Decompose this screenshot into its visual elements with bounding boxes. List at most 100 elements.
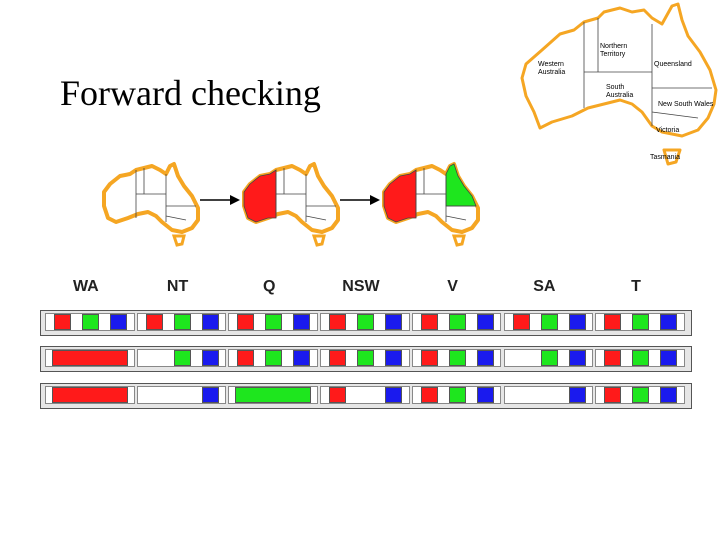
sequence-map-3 xyxy=(382,162,480,247)
domain-value-red xyxy=(420,387,438,403)
assigned-value-bar xyxy=(52,387,128,403)
domain-cell xyxy=(411,313,502,331)
domain-value-green xyxy=(632,387,650,403)
domain-value-red xyxy=(420,314,438,330)
column-header: WA xyxy=(72,278,99,295)
domain-cell xyxy=(411,349,502,367)
sequence-map-2 xyxy=(242,162,340,247)
domain-value-red xyxy=(237,314,255,330)
domain-value-blue xyxy=(476,387,494,403)
domain-value-green xyxy=(82,314,99,330)
domain-cell xyxy=(320,386,410,404)
sequence-map-tasmania xyxy=(311,234,326,247)
ref-label-sa-l1: South xyxy=(606,84,624,91)
domain-row xyxy=(40,346,692,372)
domain-cell xyxy=(136,386,227,404)
ref-label-v: Victoria xyxy=(656,127,679,134)
domain-value-red xyxy=(512,314,530,330)
domain-cell xyxy=(503,386,594,404)
ref-map-tasmania xyxy=(662,148,682,166)
domain-value-blue xyxy=(201,350,219,366)
column-header: NSW xyxy=(342,278,380,295)
ref-label-q: Queensland xyxy=(654,61,692,68)
sequence-map-tasmania xyxy=(171,234,186,247)
sequence-map-tasmania xyxy=(451,234,466,247)
domain-value-green xyxy=(173,314,191,330)
domain-value-red xyxy=(604,314,622,330)
domain-cell xyxy=(45,313,135,331)
domain-row xyxy=(40,310,692,336)
column-header: T xyxy=(631,278,641,295)
domain-value-red xyxy=(329,350,347,366)
domain-value-blue xyxy=(660,314,678,330)
column-header: SA xyxy=(533,278,556,295)
domain-value-red xyxy=(237,350,255,366)
domain-value-red xyxy=(604,350,622,366)
sequence-map-borders xyxy=(135,168,196,222)
column-header: NT xyxy=(166,278,189,295)
domain-value-blue xyxy=(476,350,494,366)
sequence-map-wa-fill xyxy=(383,169,417,223)
column-header: Q xyxy=(263,278,276,295)
sequence-arrow-head xyxy=(230,195,240,205)
ref-label-nt-l1: Northern xyxy=(600,43,627,50)
domain-cell xyxy=(45,349,135,367)
domain-cell xyxy=(320,349,410,367)
domain-value-blue xyxy=(568,314,586,330)
domain-value-red xyxy=(329,387,347,403)
domain-value-green xyxy=(265,350,283,366)
domain-value-blue xyxy=(385,314,403,330)
domain-value-red xyxy=(420,350,438,366)
sequence-arrow-head xyxy=(370,195,380,205)
domain-value-red xyxy=(54,314,71,330)
domain-cell xyxy=(45,386,135,404)
domain-cell xyxy=(136,313,227,331)
domain-value-blue xyxy=(110,314,127,330)
column-header: V xyxy=(447,278,458,295)
domain-value-green xyxy=(448,387,466,403)
domain-cell xyxy=(595,349,685,367)
domain-value-green xyxy=(540,350,558,366)
domain-value-green xyxy=(448,350,466,366)
domain-cell xyxy=(320,313,410,331)
domain-value-blue xyxy=(293,314,311,330)
domain-cell xyxy=(136,349,227,367)
sequence-map-1 xyxy=(102,162,200,247)
domain-value-blue xyxy=(293,350,311,366)
domain-value-blue xyxy=(201,387,219,403)
domain-value-green xyxy=(632,350,650,366)
domain-value-green xyxy=(173,350,191,366)
ref-label-wa-l2: Australia xyxy=(538,69,565,76)
domain-value-green xyxy=(265,314,283,330)
ref-label-t: Tasmania xyxy=(650,154,680,161)
domain-value-blue xyxy=(385,387,403,403)
slide-title: Forward checking xyxy=(60,73,321,113)
domain-cell xyxy=(228,349,319,367)
domain-value-green xyxy=(448,314,466,330)
ref-label-v-l1: Victoria xyxy=(656,127,679,134)
domain-value-red xyxy=(604,387,622,403)
ref-label-sa-l2: Australia xyxy=(606,92,633,99)
domain-value-green xyxy=(357,314,375,330)
assignment-sequence xyxy=(102,162,480,247)
domain-cell xyxy=(228,386,319,404)
domain-value-red xyxy=(329,314,347,330)
domain-value-blue xyxy=(385,350,403,366)
ref-label-nsw: New South Wales xyxy=(658,101,714,108)
ref-label-t-l1: Tasmania xyxy=(650,154,680,161)
assigned-value-bar xyxy=(235,387,312,403)
domain-cell xyxy=(595,386,685,404)
ref-map-mainland xyxy=(520,2,718,138)
domain-cell xyxy=(411,386,502,404)
domain-value-green xyxy=(540,314,558,330)
sequence-map-borders xyxy=(415,168,476,222)
domain-value-green xyxy=(357,350,375,366)
assigned-value-bar xyxy=(52,350,128,366)
domain-value-blue xyxy=(568,387,586,403)
sequence-map-borders xyxy=(275,168,336,222)
domain-value-blue xyxy=(201,314,219,330)
